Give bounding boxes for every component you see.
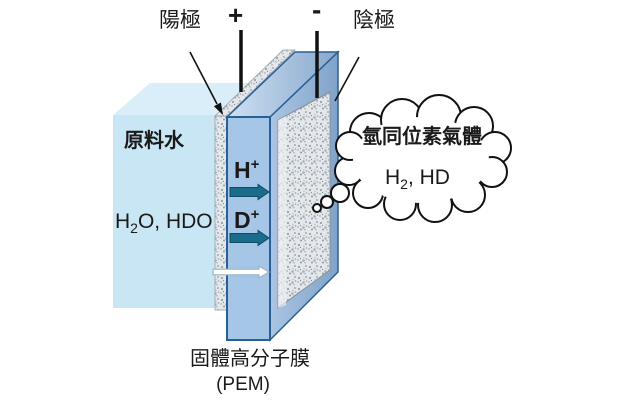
- water-tank: [113, 83, 253, 308]
- cathode-edge-highlight: [278, 116, 286, 308]
- membrane-caption: 固體高分子膜: [190, 347, 310, 370]
- cathode-pointer-line: [334, 56, 360, 102]
- water-formula-label: H2O, HDO: [115, 210, 213, 236]
- thought-bubble-tail: [312, 183, 350, 213]
- d-ion-label: D+: [234, 206, 260, 233]
- feed-water-label: 原料水: [124, 129, 185, 152]
- plus-terminal: +: [228, 0, 243, 30]
- h-ion-label: H+: [234, 156, 260, 183]
- thought-bubble: 氫同位素氣體 H2, HD: [334, 94, 512, 223]
- minus-terminal: -: [312, 0, 321, 25]
- h-ion-arrow: [229, 183, 270, 201]
- anode-pointer-arrow: [189, 51, 223, 115]
- d-ion-arrow: [229, 229, 270, 247]
- water-tank-front-face: [113, 115, 216, 308]
- bubble-title: 氫同位素氣體: [362, 124, 482, 148]
- membrane-front-face: [226, 116, 271, 341]
- anode-label: 陽極: [159, 9, 201, 32]
- cathode-label: 陰極: [353, 9, 395, 32]
- bubble-gas-label: H2, HD: [385, 166, 450, 192]
- water-flow-arrow: [212, 264, 271, 280]
- cloud-interior: [353, 117, 489, 203]
- anode-pointer-arrowhead: [213, 102, 223, 115]
- cathode-electrode: [277, 91, 331, 309]
- anode-electrode: [214, 49, 296, 311]
- pem-caption: (PEM): [216, 374, 270, 395]
